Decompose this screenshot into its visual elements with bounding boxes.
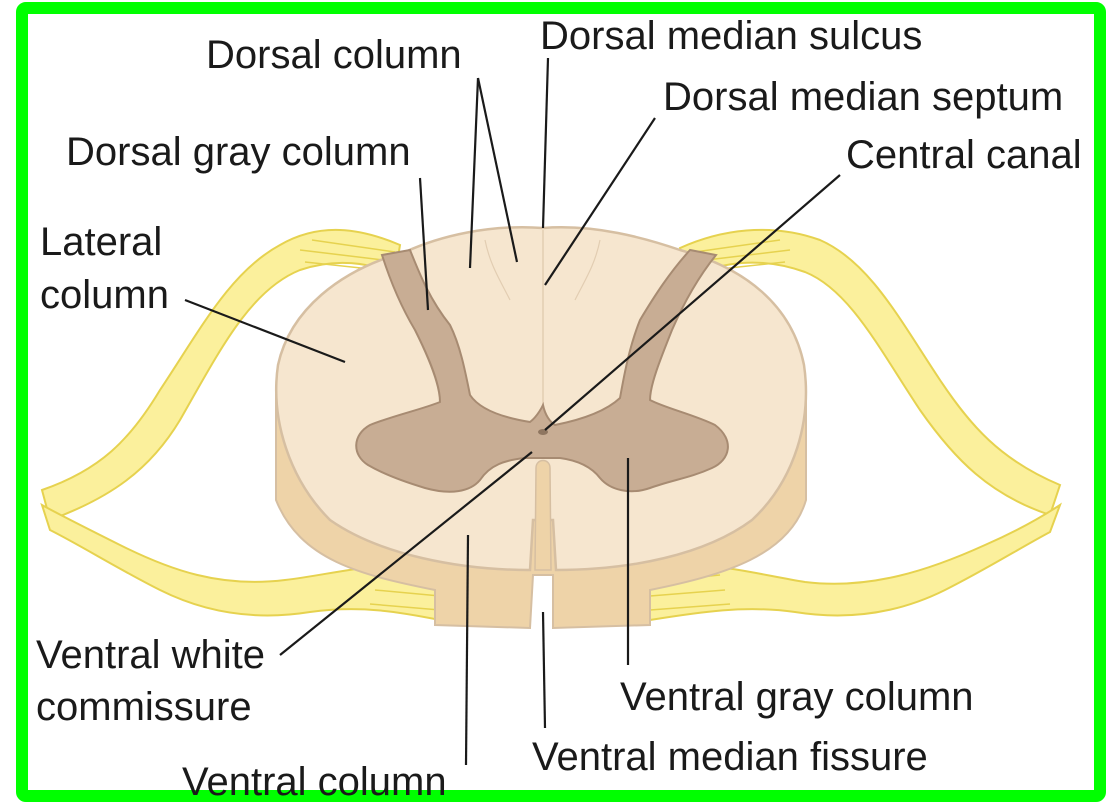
label-ventral-white-commissure-line1: Ventral white [36, 633, 265, 677]
ventral-median-fissure-shape [535, 461, 551, 571]
label-lateral-column-line1: Lateral [40, 220, 162, 264]
label-ventral-column: Ventral column [182, 760, 447, 804]
leader-dorsal-median-sulcus [543, 58, 548, 228]
label-central-canal: Central canal [846, 133, 1082, 177]
spinal-cord [276, 227, 806, 628]
label-dorsal-column: Dorsal column [206, 33, 462, 77]
label-ventral-median-fissure: Ventral median fissure [532, 735, 928, 779]
label-dorsal-median-septum: Dorsal median septum [663, 75, 1063, 119]
label-dorsal-median-sulcus: Dorsal median sulcus [540, 14, 922, 58]
label-dorsal-gray-column: Dorsal gray column [66, 130, 411, 174]
label-ventral-white-commissure-line2: commissure [36, 685, 252, 729]
label-lateral-column-line2: column [40, 273, 169, 317]
label-ventral-gray-column: Ventral gray column [620, 675, 974, 719]
leader-ventral-median-fissure [543, 612, 545, 728]
